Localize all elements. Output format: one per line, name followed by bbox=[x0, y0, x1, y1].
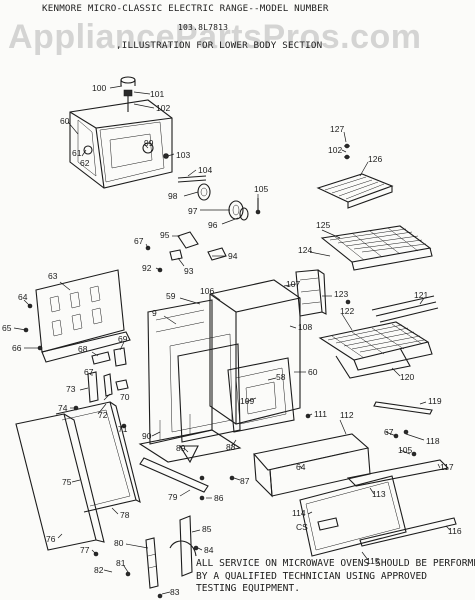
callout-59: 59 bbox=[166, 291, 176, 301]
callout-106: 106 bbox=[200, 286, 214, 296]
callout-112: 112 bbox=[340, 410, 354, 420]
cavity-box-drawing bbox=[69, 76, 173, 189]
callout-78: 78 bbox=[120, 510, 130, 520]
illustration-caption: ,ILLUSTRATION FOR LOWER BODY SECTION bbox=[116, 40, 323, 51]
callout-75: 75 bbox=[62, 477, 72, 487]
callout-103: 103 bbox=[176, 150, 190, 160]
callout-88: 88 bbox=[226, 442, 236, 452]
callout-68: 68 bbox=[78, 344, 88, 354]
callout-92: 92 bbox=[142, 263, 152, 273]
service-notice-line-2: BY A QUALIFIED TECHNICIAN USING APPROVED bbox=[196, 570, 428, 582]
callout-67c: 67 bbox=[384, 427, 394, 437]
callout-90: 90 bbox=[142, 431, 152, 441]
oven-rack-lower-drawing bbox=[318, 295, 439, 379]
callout-99: 99 bbox=[144, 138, 154, 148]
broiler-rack-drawing bbox=[316, 143, 394, 209]
callout-labels: 100 101 102 60 61 62 99 103 127 102 126 … bbox=[2, 83, 462, 597]
callout-87: 87 bbox=[240, 476, 250, 486]
leader-lines bbox=[13, 85, 451, 595]
service-notice: ALL SERVICE ON MICROWAVE OVENS SHOULD BE… bbox=[196, 558, 475, 596]
callout-125: 125 bbox=[316, 220, 330, 230]
door-hinge-parts-drawing bbox=[87, 347, 129, 403]
control-housing-drawing bbox=[295, 269, 327, 317]
callout-61: 61 bbox=[72, 148, 82, 158]
range-body-frame-drawing bbox=[138, 279, 301, 463]
callout-123: 123 bbox=[334, 289, 348, 299]
callout-9: 9 bbox=[152, 308, 157, 318]
callout-67: 67 bbox=[134, 236, 144, 246]
callout-104: 104 bbox=[198, 165, 212, 175]
callout-127: 127 bbox=[330, 124, 344, 134]
callout-115: 115 bbox=[366, 556, 380, 566]
callout-111: 111 bbox=[314, 409, 327, 419]
callout-102: 102 bbox=[156, 103, 170, 113]
storage-drawer-drawing bbox=[252, 401, 457, 557]
service-notice-line-1: ALL SERVICE ON MICROWAVE OVENS SHOULD BE… bbox=[196, 558, 475, 569]
callout-64: 64 bbox=[18, 292, 28, 302]
callout-117: 117 bbox=[440, 462, 454, 472]
callout-84: 84 bbox=[204, 545, 214, 555]
callout-74: 74 bbox=[58, 403, 68, 413]
callout-69: 69 bbox=[118, 334, 128, 344]
callout-102b: 102 bbox=[328, 145, 342, 155]
callout-63: 63 bbox=[48, 271, 58, 281]
callout-98: 98 bbox=[168, 191, 178, 201]
callout-81: 81 bbox=[116, 558, 126, 568]
callout-73: 73 bbox=[66, 384, 76, 394]
callout-82: 82 bbox=[94, 565, 104, 575]
callout-95: 95 bbox=[160, 230, 170, 240]
callout-70: 70 bbox=[120, 392, 130, 402]
model-number: 103.8L7813 bbox=[178, 23, 229, 32]
callout-113: 113 bbox=[372, 489, 386, 499]
callout-80: 80 bbox=[114, 538, 124, 548]
oven-door-drawing bbox=[15, 401, 141, 551]
callout-60b: 60 bbox=[308, 367, 318, 377]
callout-71: 71 bbox=[118, 424, 128, 434]
callout-124: 124 bbox=[298, 245, 312, 255]
service-notice-line-3: TESTING EQUIPMENT. bbox=[196, 583, 300, 594]
callout-62: 62 bbox=[80, 158, 90, 168]
callout-67b: 67 bbox=[84, 367, 94, 377]
callout-64b: 64 bbox=[296, 462, 306, 472]
diagram-title: KENMORE MICRO-CLASSIC ELECTRIC RANGE--MO… bbox=[42, 3, 329, 14]
callout-79: 79 bbox=[168, 492, 178, 502]
callout-85: 85 bbox=[202, 524, 212, 534]
callout-109: 109 bbox=[240, 396, 254, 406]
callout-114: 114 bbox=[292, 508, 306, 518]
callout-116: 116 bbox=[448, 526, 462, 536]
callout-86: 86 bbox=[214, 493, 224, 503]
callout-107: 107 bbox=[286, 279, 300, 289]
callout-65: 65 bbox=[2, 323, 12, 333]
callout-89: 89 bbox=[176, 443, 186, 453]
bottom-trim-drawing bbox=[139, 445, 209, 501]
callout-101: 101 bbox=[150, 89, 164, 99]
callout-122: 122 bbox=[340, 306, 354, 316]
callout-58: 58 bbox=[276, 372, 286, 382]
callout-96: 96 bbox=[208, 220, 218, 230]
callout-77: 77 bbox=[80, 545, 90, 555]
callout-119: 119 bbox=[428, 396, 442, 406]
callout-121: 121 bbox=[414, 290, 428, 300]
callout-83: 83 bbox=[170, 587, 180, 597]
callout-105b: 105 bbox=[398, 445, 412, 455]
callout-126: 126 bbox=[368, 154, 382, 164]
callout-60: 60 bbox=[60, 116, 70, 126]
hinge-assembly-drawing bbox=[93, 515, 199, 599]
rear-panel-drawing bbox=[35, 269, 131, 363]
callout-76: 76 bbox=[46, 534, 56, 544]
oven-rack-upper-drawing bbox=[320, 225, 433, 271]
callout-93: 93 bbox=[184, 266, 194, 276]
callout-94: 94 bbox=[228, 251, 238, 261]
callout-97: 97 bbox=[188, 206, 198, 216]
callout-66: 66 bbox=[12, 343, 22, 353]
callout-105: 105 bbox=[254, 184, 268, 194]
callout-120: 120 bbox=[400, 372, 414, 382]
callout-cs: CS bbox=[296, 522, 308, 532]
callout-100: 100 bbox=[92, 83, 106, 93]
callout-108: 108 bbox=[298, 322, 312, 332]
callout-118: 118 bbox=[426, 436, 440, 446]
callout-72: 72 bbox=[98, 410, 108, 420]
